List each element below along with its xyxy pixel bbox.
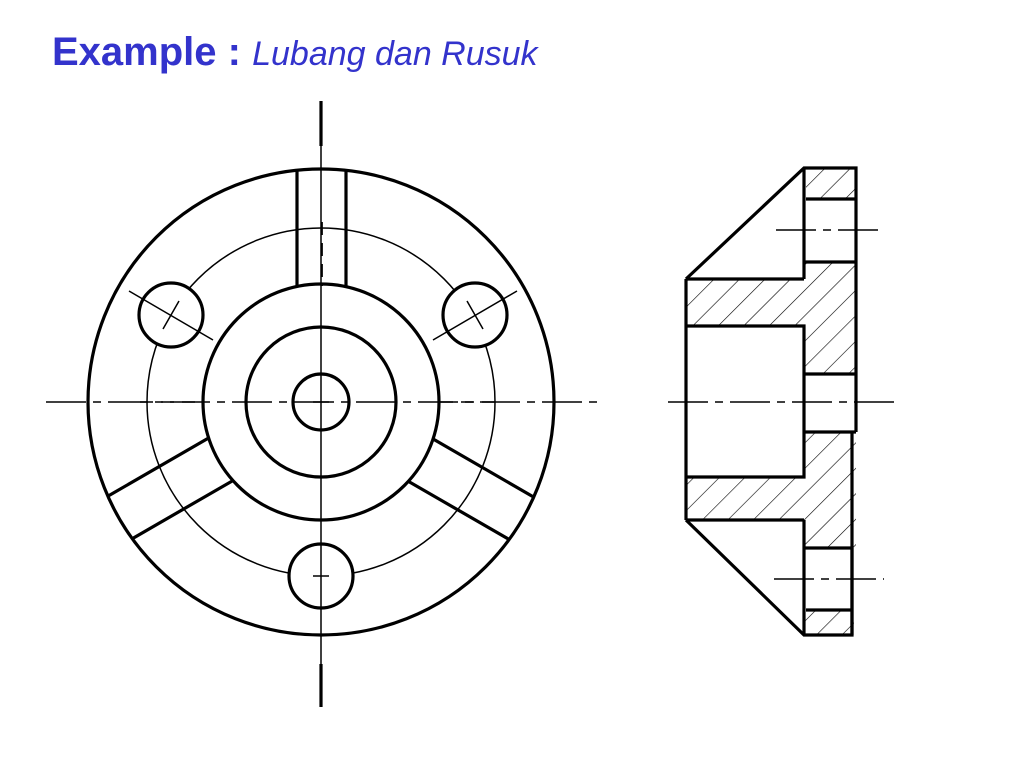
section-hatch-bottom-cap bbox=[804, 610, 854, 635]
title-main: Example : bbox=[52, 30, 241, 74]
section-hatch-lower bbox=[686, 432, 856, 548]
section-outline-upper bbox=[684, 166, 858, 281]
rib-lower-right bbox=[403, 435, 554, 567]
section-hatch-top-cap bbox=[806, 168, 856, 199]
bolt-hole-centerlines bbox=[128, 290, 518, 577]
section-view bbox=[668, 166, 894, 637]
title-subtitle: Lubang dan Rusuk bbox=[252, 35, 538, 73]
front-view bbox=[46, 101, 598, 707]
slide-title: Example : Lubang dan Rusuk bbox=[52, 28, 538, 78]
section-hatch-upper bbox=[686, 262, 856, 374]
rib-lower-left bbox=[88, 434, 239, 566]
